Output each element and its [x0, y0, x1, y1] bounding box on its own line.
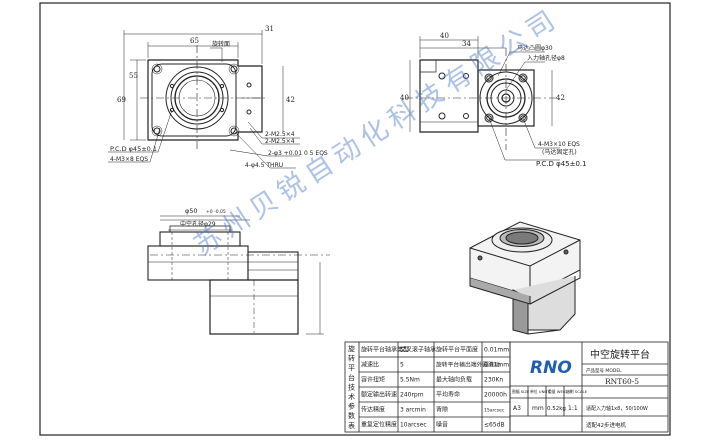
- callout-m25-a: 2-M2.5×4: [265, 131, 295, 138]
- table-cell: 容许扭矩: [361, 376, 385, 384]
- dim-right-left: 40: [400, 94, 409, 102]
- table-cell: 15arcsec: [484, 408, 505, 414]
- motor-flange-label: 马达凸圆φ30: [517, 44, 553, 52]
- front-m3-label: 4-M3×8 EQS: [110, 156, 148, 163]
- dim-front-left2: 69: [117, 96, 126, 104]
- table-header-cell: 旋转平台轴承类型: [361, 346, 409, 354]
- table-header-cell: 0.01mm: [484, 347, 509, 354]
- table-title-char: 表: [348, 421, 355, 430]
- table-cell: 噪音: [436, 421, 448, 429]
- table-title-char: 转: [348, 354, 355, 363]
- fit-note-1: 适配入力轴1x8，50/100W: [586, 405, 648, 412]
- table-cell: 10arcsec: [400, 423, 427, 429]
- front-view: [108, 30, 300, 169]
- front-pcd-label: P.C.D φ45±0.1: [110, 145, 157, 153]
- table-cell: 5: [400, 362, 404, 369]
- scale-value: 1:1: [568, 405, 578, 412]
- callout-thru-holes: 4-φ4.5 THRU: [245, 162, 283, 169]
- table-cell: 5.5Nm: [400, 377, 420, 384]
- model-number: RNT60-5: [605, 377, 639, 386]
- dim-right-right: 42: [556, 94, 565, 102]
- table-cells: 旋转平台轴承类型交叉滚子轴承旋转平台平面度 0.01mm 减速比 5 旋转平台输出端外圆…: [361, 346, 509, 429]
- unit-value: mm: [532, 405, 544, 412]
- table-title-char: 术: [348, 392, 355, 401]
- fit-note-2: 适配42步进电机: [586, 421, 626, 429]
- table-cell: 背隙: [436, 406, 448, 414]
- table-cell: 3 arcmin: [400, 408, 426, 414]
- dim-right-top: 40: [440, 32, 449, 40]
- table-header-cell: 旋转平台平面度: [436, 346, 478, 354]
- dim-front-width: 65: [190, 37, 199, 45]
- dim-front-right: 42: [286, 96, 295, 104]
- table-cell: ≤65dB: [484, 422, 505, 429]
- table-cell: 旋转平台输出端外圆跳动: [436, 361, 500, 369]
- size-label: 图幅 SIZE: [512, 389, 530, 394]
- unit-label: 单位 UNITS: [530, 389, 551, 394]
- dim-front-width2: 31: [265, 25, 274, 33]
- title-block-text: RNO 中空旋转平台 产品型号 MODEL RNT60-5 图幅 SIZE 单位…: [512, 348, 650, 429]
- table-cell: 额定输出转速: [361, 391, 397, 399]
- title-block: [509, 341, 669, 433]
- dim-front-left: 55: [129, 72, 138, 80]
- table-cell: 减速比: [361, 361, 379, 369]
- table-cell: 最大轴向负载: [436, 376, 472, 384]
- input-hole-label: 入力轴孔径φ8: [527, 54, 565, 62]
- table-title-char: 平: [348, 364, 355, 372]
- right-view-labels: 40 34 40 42 马达凸圆φ30 入力轴孔径φ8 4-M3×10 EQS …: [400, 32, 587, 168]
- right-pcd-label: P.C.D φ45±0.1: [536, 160, 587, 168]
- side-view-labels: φ50 +0 -0.05 中空孔径φ29: [180, 207, 226, 228]
- table-title-char: 参: [348, 402, 355, 411]
- scale-label: 比例 SCALE: [566, 389, 588, 394]
- params-table: [344, 341, 511, 433]
- dim-side-diameter: φ50: [185, 207, 198, 215]
- model-label: 产品型号 MODEL: [586, 367, 622, 374]
- callout-m25-b: 2-M2.5×4: [265, 138, 295, 145]
- table-header-cell: 交叉滚子轴承: [400, 346, 436, 354]
- dim-right-top2: 34: [462, 40, 471, 48]
- table-cell: 230Kn: [484, 377, 503, 384]
- right-m3-label: 4-M3×10 EQS: [538, 141, 580, 148]
- right-m3-note: (马达固定孔): [542, 148, 577, 156]
- brand-logo: RNO: [530, 358, 572, 378]
- drawing-frame: [39, 2, 671, 436]
- table-title-char: 技: [348, 382, 355, 391]
- table-cell: 重复定位精度: [361, 421, 397, 429]
- table-title-char: 数: [348, 411, 355, 420]
- callout-rotating-face: 旋转面: [212, 40, 230, 48]
- table-cell: 240rpm: [400, 392, 424, 399]
- isometric-view: [469, 221, 581, 335]
- dim-side-tolerance: +0 -0.05: [206, 209, 226, 215]
- callout-dowel: 2-φ3 +0.01 0 5 EQS: [268, 150, 328, 157]
- right-view: [405, 36, 560, 161]
- weight-value: 0.52kg: [547, 406, 566, 412]
- table-cell: 20000h: [484, 392, 507, 399]
- product-name: 中空旋转平台: [590, 348, 650, 361]
- table-cell: 平均寿命: [436, 391, 460, 399]
- table-cell: 0.01mm: [484, 362, 509, 369]
- front-view-labels: 65 31 55 69 42 旋转面 2-M2.5×4 2-M2.5×4 2-φ…: [110, 25, 328, 169]
- table-title-char: 旋: [348, 344, 355, 353]
- table-title-char: 台: [348, 373, 355, 382]
- side-view: [147, 215, 330, 335]
- side-bore-label: 中空孔径φ29: [180, 220, 216, 228]
- weight-label: 重量 WEIGHT: [548, 389, 573, 394]
- size-value: A3: [513, 405, 521, 412]
- table-cell: 传达精度: [361, 406, 385, 414]
